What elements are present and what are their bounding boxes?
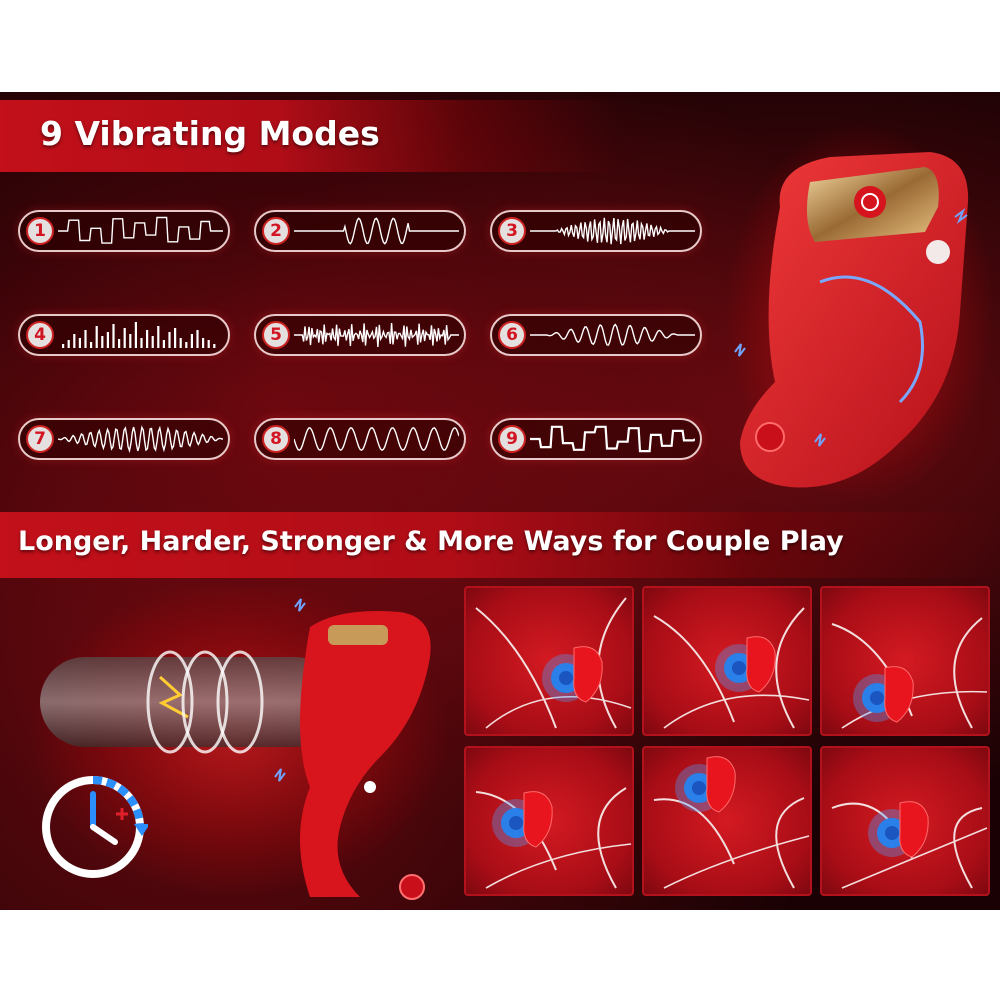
mode-2-pill: 2 [254,210,466,252]
use-scene-6 [820,746,990,896]
jagged-random-wave-icon [530,425,695,453]
mode-6-pill: 6 [490,314,702,356]
mode-number: 9 [498,425,526,453]
mode-9-pill: 9 [490,418,702,460]
section-2-title: Longer, Harder, Stronger & More Ways for… [18,526,844,557]
bar-spectrum-wave-icon [62,322,216,348]
dense-noise-wave-icon [294,323,459,347]
regular-sine-wave-icon [294,426,459,452]
power-icon [861,193,879,211]
mode-number: 8 [262,425,290,453]
product-image-large [725,122,990,502]
mode-number: 4 [26,321,54,349]
sine-wave-icon [530,323,695,346]
mode-8-pill: 8 [254,418,466,460]
mode-7-pill: 7 [18,418,230,460]
dense-tone-wave-icon [530,217,695,245]
product-in-use-image [30,587,450,900]
clock-plus-icon [42,776,148,878]
mode-number: 7 [26,425,54,453]
mode-number: 2 [262,217,290,245]
section-1-title: 9 Vibrating Modes [40,114,380,153]
mode-number: 5 [262,321,290,349]
use-scene-5 [642,746,812,896]
crescendo-wave-icon [58,425,223,454]
mode-number: 1 [26,217,54,245]
mode-number: 6 [498,321,526,349]
mode-1-pill: 1 [18,210,230,252]
mode-number: 3 [498,217,526,245]
product-infographic: 9 Vibrating Modes 1 2 3 4 5 6 7 8 9 [0,92,1000,910]
use-scene-3 [820,586,990,736]
use-scene-2 [642,586,812,736]
irregular-spike-wave-icon [58,216,223,244]
use-scene-1 [464,586,634,736]
use-scene-4 [464,746,634,896]
mode-3-pill: 3 [490,210,702,252]
section-2-banner: Longer, Harder, Stronger & More Ways for… [0,512,1000,578]
mode-5-pill: 5 [254,314,466,356]
pulse-burst-wave-icon [294,217,459,245]
section-1-banner: 9 Vibrating Modes [0,100,620,172]
mode-4-pill: 4 [18,314,230,356]
